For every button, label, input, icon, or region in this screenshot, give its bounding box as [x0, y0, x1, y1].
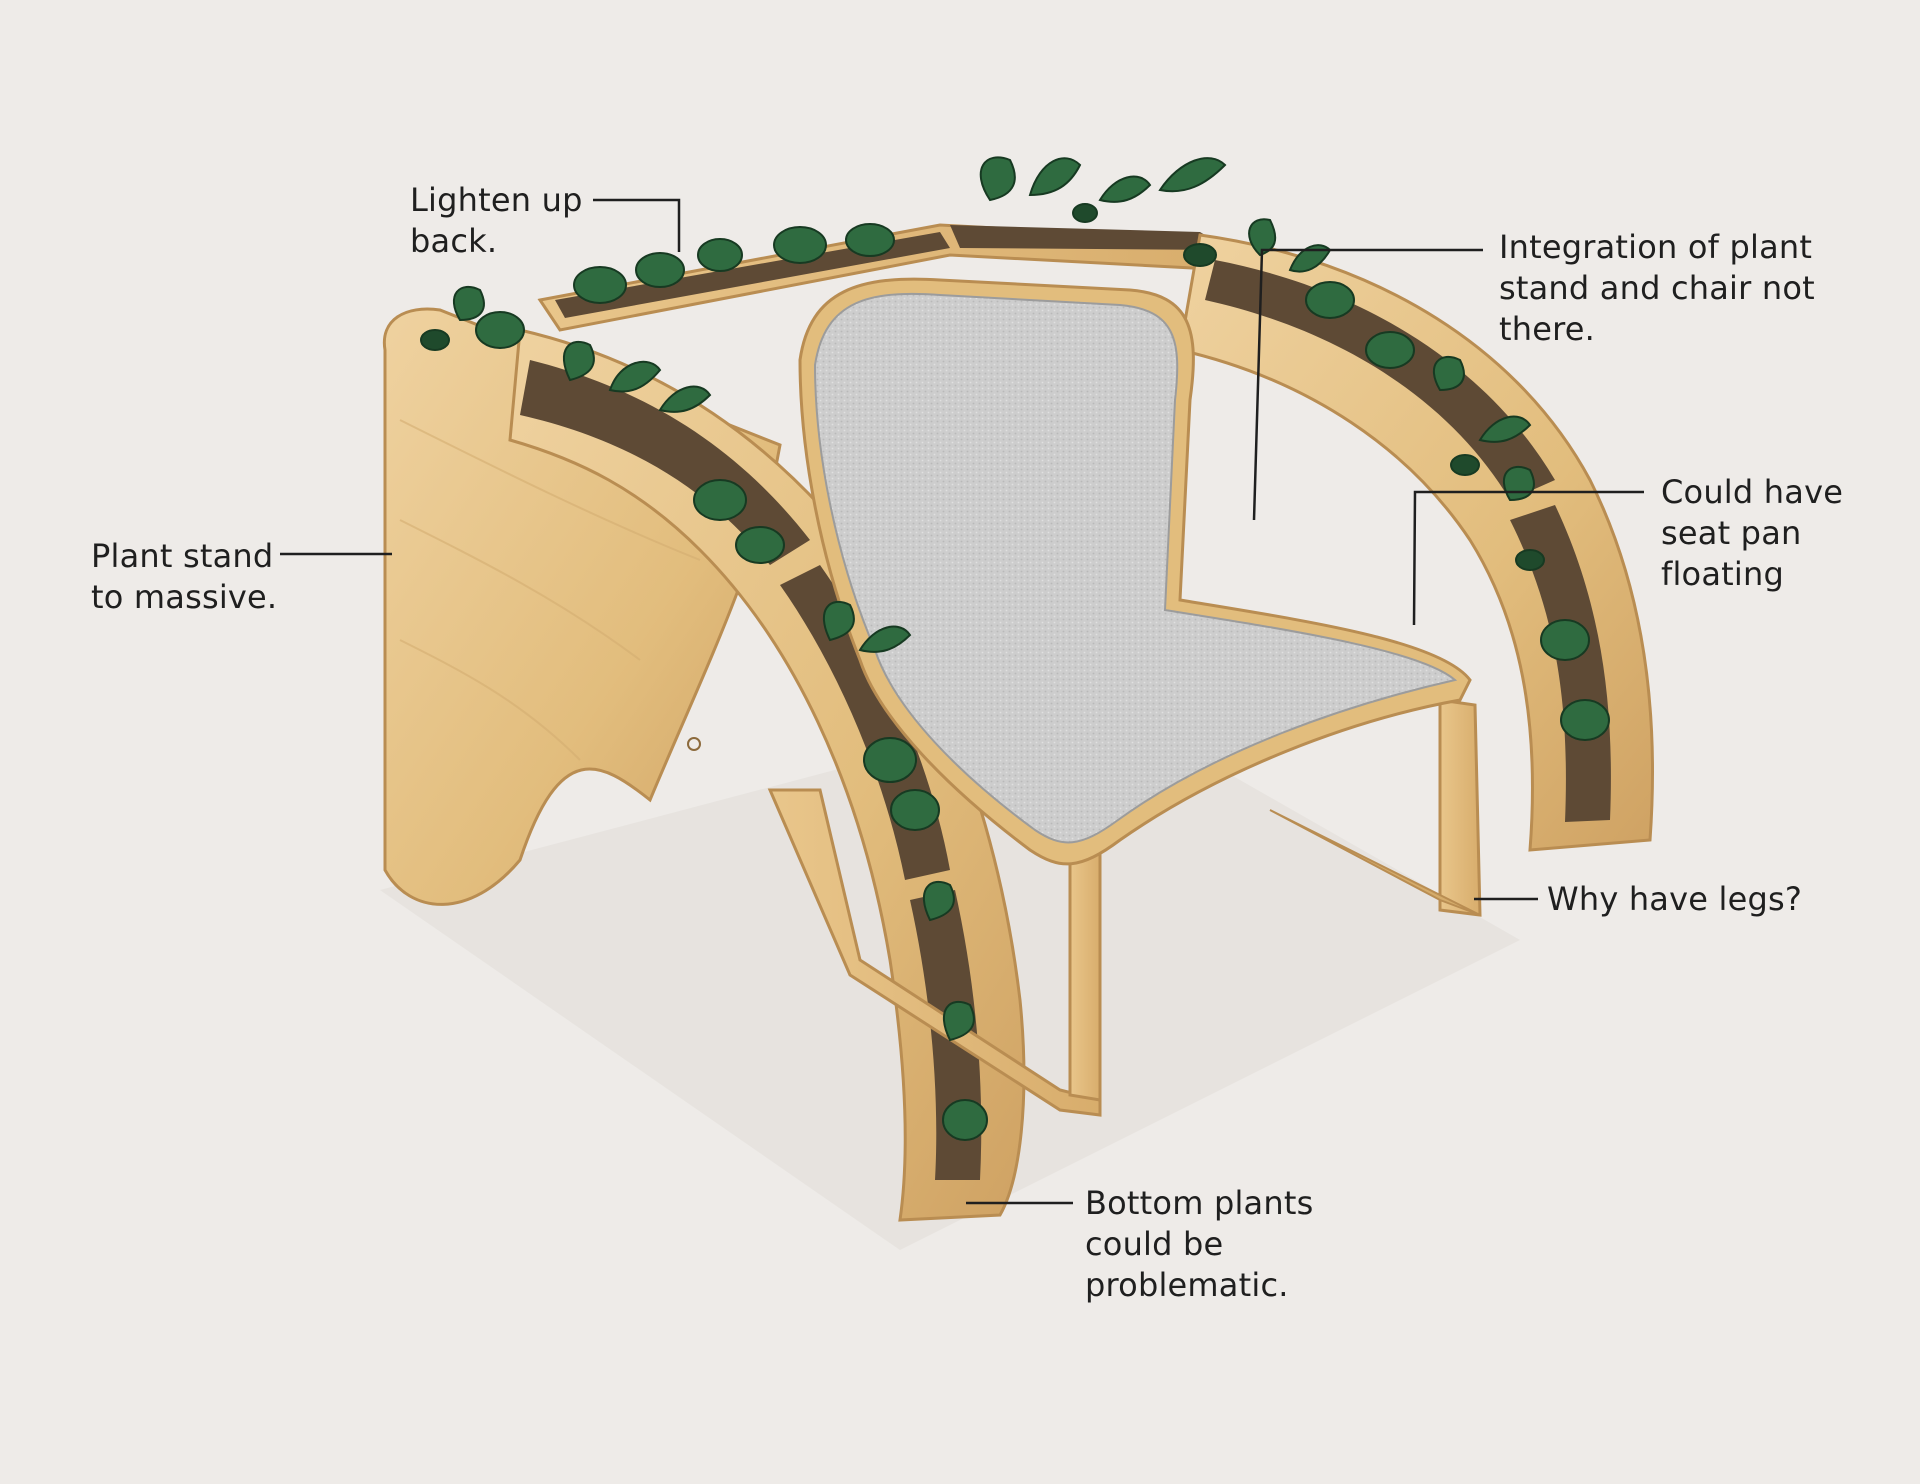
leader-integration [1252, 248, 1483, 521]
callout-bottom-plants: Bottom plants could be problematic. [1085, 1184, 1314, 1304]
callout-legs: Why have legs? [1547, 880, 1803, 918]
callout-seat-pan: Could have seat pan floating [1661, 473, 1844, 593]
leader-lines [280, 198, 1644, 1205]
right-arc-frame [1178, 233, 1654, 852]
callout-integration: Integration of plant stand and chair not… [1499, 228, 1815, 348]
leader-seat-pan [1412, 490, 1644, 626]
dark-succulents [420, 203, 1545, 571]
chair-seat [798, 277, 1472, 866]
callout-plant-stand: Plant stand to massive. [91, 537, 278, 616]
callout-lighten-back: Lighten up back. [410, 181, 583, 260]
plant-cluster-back [573, 156, 1332, 304]
plants [420, 156, 1610, 1141]
plant-cluster-right-arm [1305, 281, 1610, 741]
leader-lighten [593, 198, 681, 252]
chair-legs [767, 698, 1482, 1117]
plant-cluster-left-arm [453, 285, 988, 1141]
